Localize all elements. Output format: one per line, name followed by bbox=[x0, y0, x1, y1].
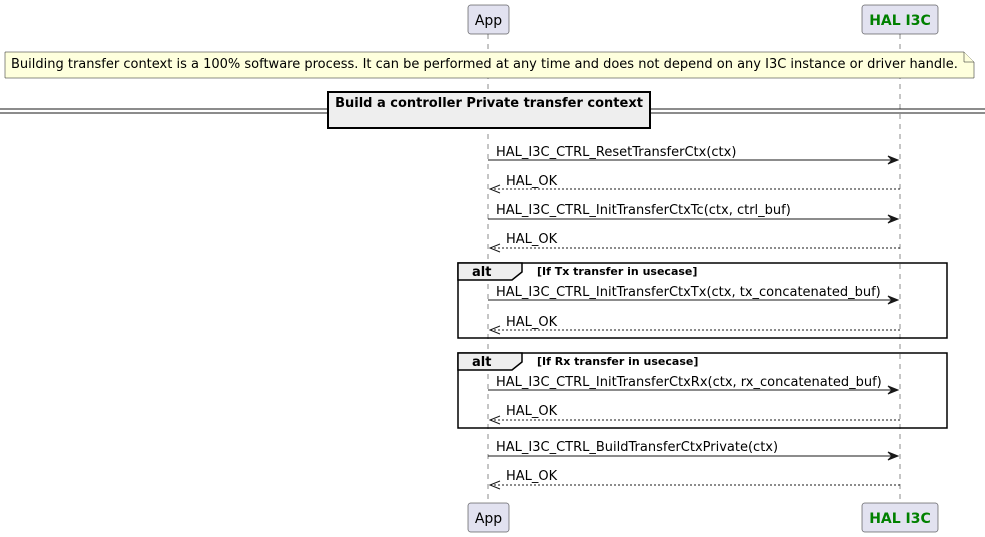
message-1: HAL_I3C_CTRL_ResetTransferCtx(ctx) bbox=[488, 145, 900, 165]
section-divider: Build a controller Private transfer cont… bbox=[0, 91, 985, 129]
hal-participant-bottom: HAL I3C bbox=[861, 502, 939, 533]
section-divider-title: Build a controller Private transfer cont… bbox=[335, 96, 643, 111]
app-participant-top: App bbox=[467, 4, 510, 35]
return-5: HAL_OK bbox=[488, 469, 900, 490]
return-3: HAL_OK bbox=[488, 315, 900, 335]
alt-block-tx: alt [If Tx transfer in usecase] bbox=[457, 262, 948, 339]
app-participant-bottom: App bbox=[467, 502, 510, 533]
return-5-label: HAL_OK bbox=[506, 469, 558, 484]
return-2: HAL_OK bbox=[488, 232, 900, 253]
return-1: HAL_OK bbox=[488, 174, 900, 194]
hal-participant-top-label: HAL I3C bbox=[869, 13, 931, 29]
message-3-label: HAL_I3C_CTRL_InitTransferCtxTx(ctx, tx_c… bbox=[496, 285, 881, 300]
hal-participant-top: HAL I3C bbox=[861, 4, 939, 35]
message-2: HAL_I3C_CTRL_InitTransferCtxTc(ctx, ctrl… bbox=[488, 203, 900, 224]
message-3: HAL_I3C_CTRL_InitTransferCtxTx(ctx, tx_c… bbox=[488, 285, 900, 305]
message-5: HAL_I3C_CTRL_BuildTransferCtxPrivate(ctx… bbox=[488, 440, 900, 461]
return-1-label: HAL_OK bbox=[506, 174, 558, 189]
message-2-label: HAL_I3C_CTRL_InitTransferCtxTc(ctx, ctrl… bbox=[496, 203, 791, 218]
message-4: HAL_I3C_CTRL_InitTransferCtxRx(ctx, rx_c… bbox=[488, 375, 900, 395]
message-5-label: HAL_I3C_CTRL_BuildTransferCtxPrivate(ctx… bbox=[496, 440, 778, 455]
alt-block-tx-guard: [If Tx transfer in usecase] bbox=[537, 265, 697, 278]
return-4-label: HAL_OK bbox=[506, 404, 558, 419]
note: Building transfer context is a 100% soft… bbox=[4, 51, 975, 79]
message-4-label: HAL_I3C_CTRL_InitTransferCtxRx(ctx, rx_c… bbox=[496, 375, 882, 390]
app-participant-bottom-label: App bbox=[475, 511, 502, 527]
message-1-label: HAL_I3C_CTRL_ResetTransferCtx(ctx) bbox=[496, 145, 736, 160]
alt-block-rx-label: alt bbox=[472, 355, 491, 370]
note-text: Building transfer context is a 100% soft… bbox=[11, 57, 958, 72]
hal-participant-bottom-label: HAL I3C bbox=[869, 511, 931, 527]
alt-block-tx-label: alt bbox=[472, 265, 491, 280]
app-participant-top-label: App bbox=[475, 13, 502, 29]
return-3-label: HAL_OK bbox=[506, 315, 558, 330]
alt-block-rx: alt [If Rx transfer in usecase] bbox=[457, 352, 948, 429]
alt-block-rx-guard: [If Rx transfer in usecase] bbox=[537, 355, 698, 368]
return-2-label: HAL_OK bbox=[506, 232, 558, 247]
return-4: HAL_OK bbox=[488, 404, 900, 425]
